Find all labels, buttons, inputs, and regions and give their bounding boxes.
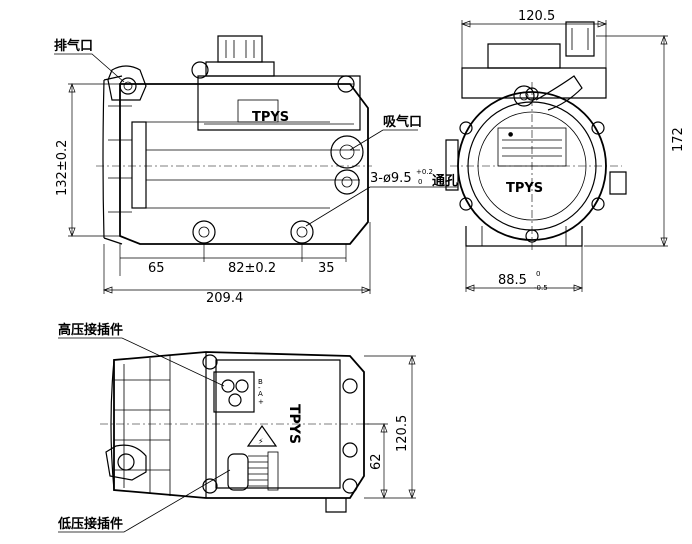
label-hv-connector: 高压接插件 [58, 322, 123, 338]
svg-text:⚡: ⚡ [258, 437, 264, 446]
side-logo: TPYS [252, 110, 289, 125]
label-exhaust-port: 排气口 [54, 38, 93, 54]
label-suction-port: 吸气口 [383, 114, 422, 130]
front-logo: TPYS [506, 181, 543, 196]
top-view-labels: 高压接插件 低压接插件 [57, 322, 231, 533]
label-lv-connector: 低压接插件 [57, 516, 123, 532]
top-view-dimensions: 120.5 62 [364, 355, 416, 499]
label-through-hole-suffix: 通孔 [432, 173, 458, 189]
dim-bottom-offset: 62 [369, 453, 384, 470]
dim-overall-length: 209.4 [206, 291, 243, 306]
svg-text:●: ● [508, 131, 513, 138]
label-through-hole: 3-ø9.5 [370, 171, 412, 186]
dim-base-width: 88.5 [498, 273, 527, 288]
front-view: ● TPYS [445, 21, 627, 252]
svg-text:-0.5: -0.5 [534, 284, 548, 292]
dim-right-height: 172 [671, 127, 686, 152]
dim-bottom-right-height: 120.5 [395, 415, 410, 452]
dim-top-width: 120.5 [518, 9, 555, 24]
svg-text:+0.2: +0.2 [416, 168, 433, 176]
side-view-dimensions: 132±0.2 65 82±0.2 35 209.4 [55, 83, 371, 306]
top-view: B A - + TPYS ⚡ [100, 351, 372, 513]
svg-text:0: 0 [418, 178, 422, 186]
dim-seg2: 82±0.2 [228, 261, 276, 276]
pin-neg: - [258, 384, 261, 392]
side-view-labels: 排气口 吸气口 3-ø9.5 +0.2 0 通孔 [54, 38, 458, 227]
warning-icon [246, 424, 278, 447]
pin-b: B [258, 378, 263, 386]
dim-seg1: 65 [148, 261, 165, 276]
dim-seg3: 35 [318, 261, 335, 276]
side-view: TPYS [96, 35, 372, 245]
front-view-dimensions: 120.5 172 88.5 0 -0.5 [461, 9, 686, 292]
pin-pos: + [258, 398, 264, 406]
pin-a: A [258, 390, 263, 398]
dim-left-height: 132±0.2 [55, 140, 70, 196]
svg-text:0: 0 [536, 270, 540, 278]
